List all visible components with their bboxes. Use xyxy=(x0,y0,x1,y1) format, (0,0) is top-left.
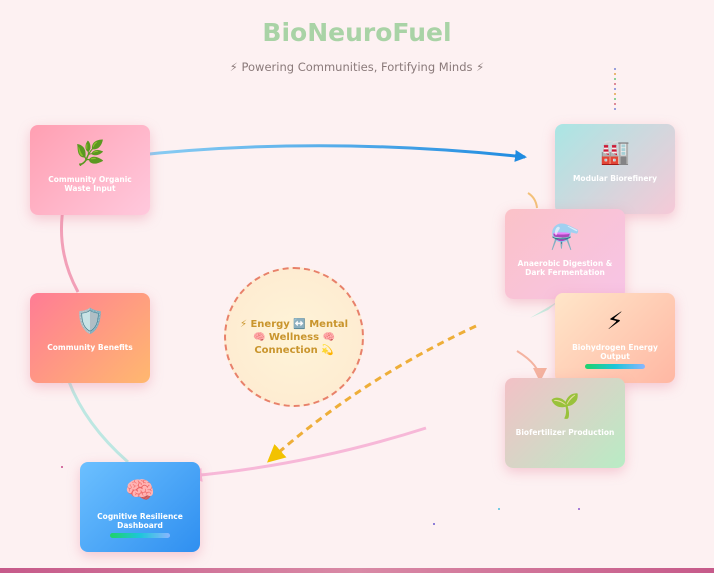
arrow-dashboard-to-benefits xyxy=(61,368,129,464)
seedling-icon: 🌱 xyxy=(550,392,580,420)
node-cognitive-resilience-dashboard[interactable]: 🧠 Cognitive Resilience Dashboard xyxy=(80,462,200,552)
node-label: Anaerobic Digestion & Dark Fermentation xyxy=(517,259,613,277)
arrow-fertilizer-to-dashboard xyxy=(188,426,427,482)
node-label: Cognitive Resilience Dashboard xyxy=(97,512,183,530)
decorative-dots xyxy=(614,68,617,113)
arrow-biorefinery-to-digestion xyxy=(527,192,538,209)
resilience-progress-bar xyxy=(110,533,170,538)
arrow-digestion-to-hydrogen xyxy=(530,300,560,318)
node-label: Biohydrogen Energy Output xyxy=(572,343,658,361)
node-community-organic-waste-input[interactable]: 🌿 Community Organic Waste Input xyxy=(30,125,150,215)
energy-progress-bar xyxy=(585,364,645,369)
arrow-waste-to-biorefinery xyxy=(129,144,527,162)
bottom-accent-strip xyxy=(0,568,714,573)
arrow-hydrogen-to-dashboard xyxy=(267,324,477,463)
herb-icon: 🌿 xyxy=(75,139,105,167)
node-biohydrogen-energy-output[interactable]: ⚡ Biohydrogen Energy Output xyxy=(555,293,675,383)
diagram-subtitle: ⚡ Powering Communities, Fortifying Minds… xyxy=(229,60,485,74)
node-label: Community Organic Waste Input xyxy=(48,175,132,193)
energy-mental-wellness-hub: ⚡ Energy ↔️ Mental 🧠 Wellness 🧠 Connecti… xyxy=(224,267,364,407)
node-anaerobic-digestion[interactable]: ⚗️ Anaerobic Digestion & Dark Fermentati… xyxy=(505,209,625,299)
alembic-icon: ⚗️ xyxy=(550,223,580,251)
brain-icon: 🧠 xyxy=(125,476,155,504)
factory-icon: 🏭 xyxy=(600,138,630,166)
node-label: Community Benefits xyxy=(47,343,133,352)
dot-4 xyxy=(578,508,580,510)
arrow-hydrogen-to-fertilizer xyxy=(516,350,547,382)
arrow-benefits-to-waste xyxy=(59,202,80,293)
node-label: Modular Biorefinery xyxy=(572,174,658,183)
hub-text: ⚡ Energy ↔️ Mental 🧠 Wellness 🧠 Connecti… xyxy=(239,318,349,356)
node-biofertilizer-production[interactable]: 🌱 Biofertilizer Production xyxy=(505,378,625,468)
node-modular-biorefinery[interactable]: 🏭 Modular Biorefinery xyxy=(555,124,675,214)
node-community-benefits[interactable]: 🛡️ Community Benefits xyxy=(30,293,150,383)
node-label: Biofertilizer Production xyxy=(515,428,615,437)
lightning-icon: ⚡ xyxy=(606,307,624,335)
dot-2 xyxy=(433,523,435,525)
dot-1 xyxy=(61,466,63,468)
diagram-title: BioNeuroFuel xyxy=(262,18,452,47)
shield-icon: 🛡️ xyxy=(75,307,105,335)
dot-3 xyxy=(498,508,500,510)
